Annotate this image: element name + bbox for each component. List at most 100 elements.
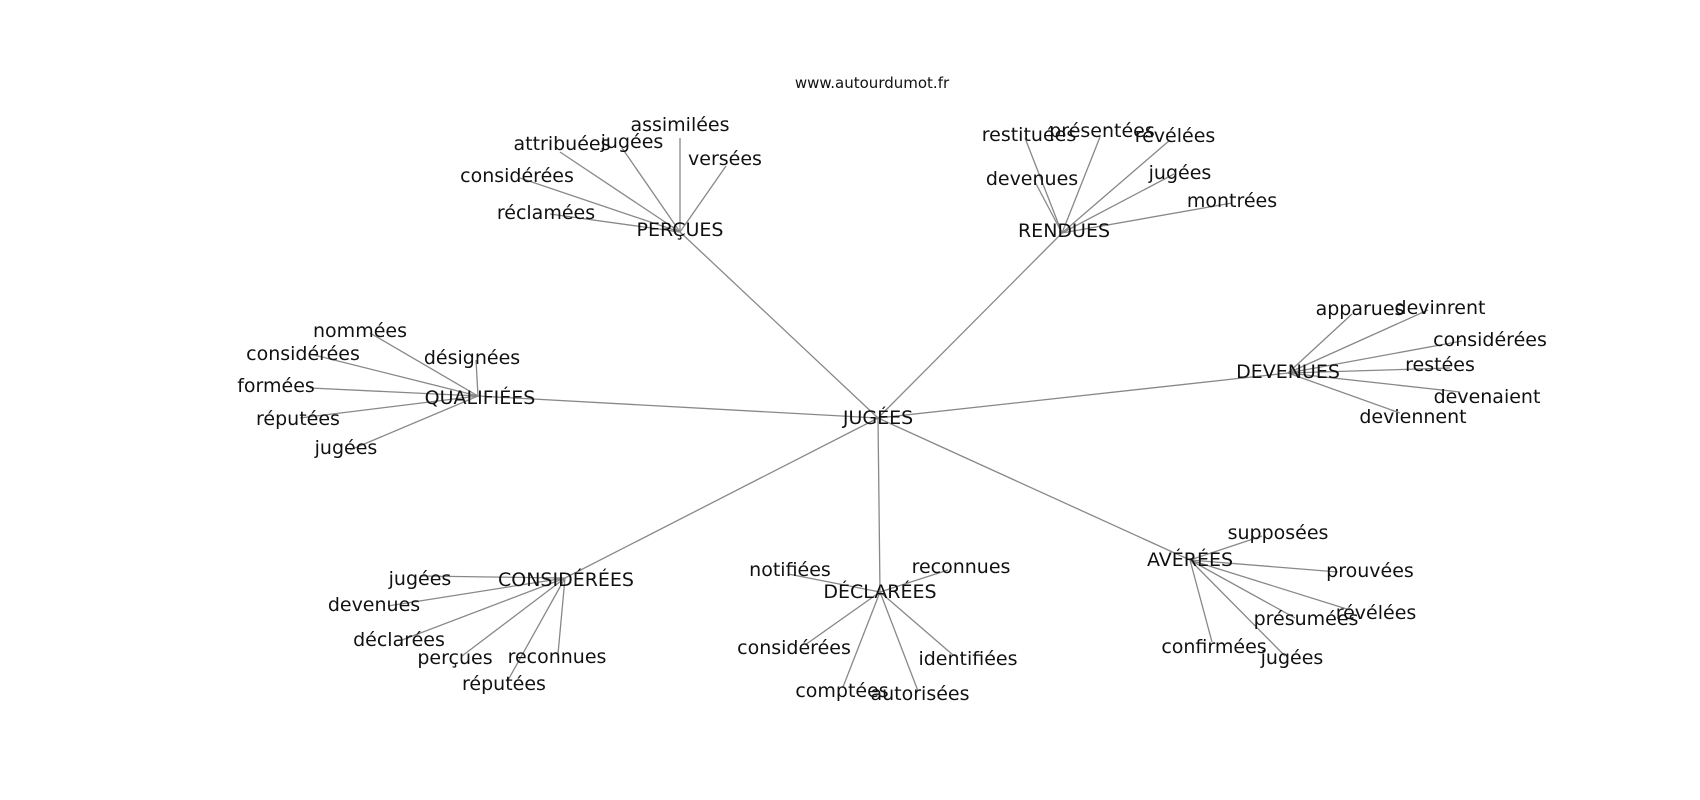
leaf-node: considérées	[737, 637, 851, 659]
edge-percues-leaf	[621, 147, 681, 233]
edge-declarees-leaf	[879, 569, 949, 593]
edge-considerees-leaf	[387, 577, 566, 607]
edge-percues-leaf	[679, 165, 727, 233]
leaf-node: attribuées	[513, 133, 610, 155]
edge-devenues-leaf	[1287, 309, 1429, 374]
leaf-node: deviennent	[1359, 406, 1466, 428]
leaf-node: réputées	[462, 673, 546, 695]
hub-node-rendues: RENDUES	[1018, 220, 1110, 242]
edges	[299, 136, 1463, 692]
root-node: JUGÉES	[842, 406, 913, 429]
leaf-node: considérées	[246, 343, 360, 365]
hub-node-considerees: CONSIDÉRÉES	[498, 568, 634, 591]
leaf-node: réputées	[256, 408, 340, 430]
leaf-node: devenues	[328, 594, 420, 616]
edge-averees-leaf	[1189, 559, 1286, 657]
edge-devenues-leaf	[1287, 340, 1463, 374]
leaf-node: devenaient	[1434, 386, 1541, 408]
edge-root-averees	[877, 417, 1191, 561]
leaf-node: assimilées	[630, 114, 729, 136]
edge-qualifiees-leaf	[309, 353, 479, 397]
edge-rendues-leaf	[1024, 137, 1063, 234]
leaf-node: considérées	[1433, 329, 1547, 351]
edge-root-considerees	[564, 417, 879, 579]
edge-rendues-leaf	[1033, 179, 1063, 234]
leaf-node: nommées	[313, 320, 407, 342]
edge-declarees-leaf	[879, 591, 919, 692]
hub-node-qualifiees: QUALIFIÉES	[425, 386, 536, 409]
edge-devenues-leaf	[1287, 367, 1451, 374]
edge-root-rendues	[877, 232, 1063, 419]
edge-declarees-leaf	[804, 591, 881, 646]
edge-root-declarees	[877, 417, 881, 593]
edge-considerees-leaf	[401, 577, 566, 641]
edge-averees-leaf	[1189, 559, 1339, 573]
edge-qualifiees-leaf	[475, 359, 479, 397]
leaf-node: restituées	[982, 124, 1076, 146]
edge-percues-leaf	[559, 151, 681, 233]
hub-node-declarees: DÉCLARÉES	[823, 580, 936, 603]
leaf-node: identifiées	[918, 648, 1017, 670]
edge-qualifiees-leaf	[299, 395, 479, 419]
edge-averees-leaf	[1189, 559, 1213, 643]
hub-node-averees: AVÉRÉES	[1147, 548, 1233, 571]
edge-percues-leaf	[519, 177, 681, 233]
hub-node-devenues: DEVENUES	[1236, 361, 1340, 383]
leaf-node: formées	[237, 375, 315, 397]
leaf-node: jugées	[1148, 162, 1212, 184]
labels: assimiléesjugéesattribuéesverséesconsidé…	[237, 114, 1547, 705]
leaf-node: jugées	[600, 131, 664, 153]
leaf-node: devenues	[986, 168, 1078, 190]
leaf-node: versées	[688, 148, 762, 170]
hub-node-percues: PERÇUES	[637, 219, 724, 241]
edge-devenues-leaf	[1287, 372, 1461, 393]
watermark: www.autourdumot.fr	[795, 74, 950, 92]
leaf-node: comptées	[795, 680, 888, 702]
leaf-node: notifiées	[749, 559, 831, 581]
leaf-node: confirmées	[1161, 636, 1266, 658]
leaf-node: prouvées	[1326, 560, 1414, 582]
leaf-node: jugées	[314, 437, 378, 459]
edge-rendues-leaf	[1061, 202, 1233, 234]
edge-qualifiees-leaf	[349, 395, 479, 451]
leaf-node: jugées	[1260, 647, 1324, 669]
leaf-node: révélées	[1336, 602, 1417, 624]
edge-averees-leaf	[1189, 535, 1263, 561]
leaf-node: considérées	[460, 165, 574, 187]
edge-considerees-leaf	[506, 577, 566, 683]
edge-considerees-leaf	[419, 575, 566, 579]
edge-qualifiees-leaf	[309, 387, 479, 397]
edge-rendues-leaf	[1061, 139, 1171, 234]
leaf-node: devinrent	[1395, 297, 1486, 319]
leaf-node: réclamées	[497, 202, 595, 224]
edge-declarees-leaf	[842, 591, 881, 688]
leaf-node: autorisées	[870, 683, 969, 705]
edge-averees-leaf	[1189, 559, 1351, 611]
edge-averees-leaf	[1189, 559, 1296, 619]
leaf-node: perçues	[417, 647, 492, 669]
leaf-node: restées	[1405, 354, 1475, 376]
leaf-node: montrées	[1187, 190, 1277, 212]
leaf-node: apparues	[1316, 298, 1405, 320]
leaf-node: présentées	[1049, 120, 1155, 142]
edge-root-devenues	[877, 372, 1289, 419]
edge-declarees-leaf	[787, 573, 881, 593]
leaf-node: jugées	[388, 568, 452, 590]
edge-qualifiees-leaf	[369, 332, 479, 397]
edge-devenues-leaf	[1287, 372, 1401, 414]
edge-root-qualifiees	[477, 395, 879, 419]
leaf-node: déclarées	[353, 629, 445, 651]
edge-considerees-leaf	[557, 577, 566, 655]
leaf-node: révélées	[1135, 125, 1216, 147]
edge-declarees-leaf	[879, 591, 954, 656]
edge-rendues-leaf	[1061, 136, 1101, 234]
edge-considerees-leaf	[461, 577, 566, 657]
edge-devenues-leaf	[1287, 313, 1353, 374]
leaf-node: présumées	[1254, 608, 1359, 630]
leaf-node: reconnues	[508, 646, 607, 668]
edge-root-percues	[679, 231, 879, 419]
edge-rendues-leaf	[1061, 173, 1175, 234]
leaf-node: désignées	[424, 347, 520, 369]
edge-percues-leaf	[549, 213, 681, 233]
